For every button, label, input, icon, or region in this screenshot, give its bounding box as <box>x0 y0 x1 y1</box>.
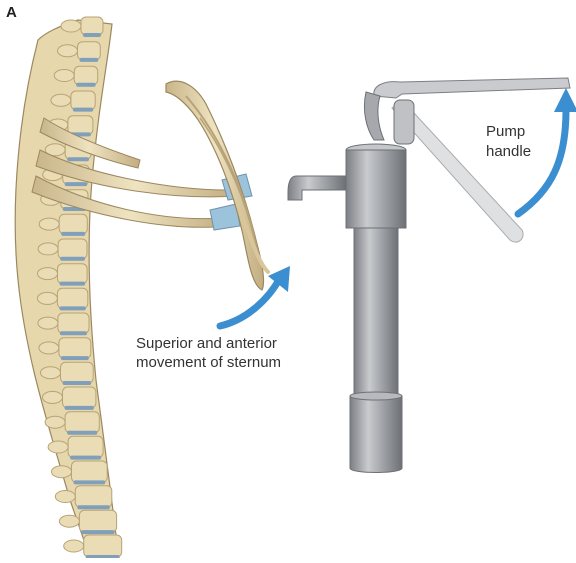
vertebra <box>57 288 87 308</box>
curved-arrow-icon <box>220 278 280 326</box>
intervertebral-disc <box>61 356 89 360</box>
vertebra <box>63 387 96 408</box>
spinous-process <box>58 45 78 57</box>
intervertebral-disc <box>83 33 101 37</box>
vertebral-column <box>15 17 121 558</box>
pump-barrel <box>346 150 406 228</box>
pump-pipe <box>354 228 398 396</box>
caption-line: handle <box>486 142 531 162</box>
vertebra <box>75 486 112 508</box>
sternum-movement-caption: Superior and anterior movement of sternu… <box>136 334 281 372</box>
intervertebral-disc <box>67 157 89 161</box>
vertebra <box>68 116 93 135</box>
pump-pivot <box>394 100 414 144</box>
vertebra <box>79 510 116 532</box>
pump-base <box>350 396 402 473</box>
intervertebral-disc <box>59 306 85 310</box>
intervertebral-disc <box>60 282 86 286</box>
spinous-process <box>54 70 74 82</box>
panel-label: A <box>6 4 17 21</box>
spinous-process <box>45 416 65 428</box>
spinous-process <box>52 466 72 478</box>
spinous-process <box>38 268 58 280</box>
pump-handle-raised <box>374 78 570 98</box>
intervertebral-disc <box>73 108 93 112</box>
caption-line: Pump <box>486 122 531 142</box>
spinous-process <box>43 391 63 403</box>
intervertebral-disc <box>81 530 114 534</box>
vertebra <box>84 535 122 557</box>
spinous-process <box>55 491 75 503</box>
spinous-process <box>39 218 59 230</box>
vertebra <box>59 338 91 359</box>
caption-line: Superior and anterior <box>136 334 281 353</box>
vertebra <box>61 362 94 383</box>
intervertebral-disc <box>61 232 85 236</box>
vertebra <box>58 264 88 284</box>
intervertebral-disc <box>67 431 97 435</box>
vertebra <box>58 313 89 333</box>
caption-line: movement of sternum <box>136 353 281 372</box>
vertebra <box>81 17 103 35</box>
sternum-assembly <box>166 81 268 290</box>
spinous-process <box>64 540 84 552</box>
pump-spout <box>288 176 346 200</box>
pump-linkage <box>364 92 384 140</box>
spinous-process <box>59 515 79 527</box>
vertebra <box>78 42 101 60</box>
vertebra <box>65 412 99 433</box>
intervertebral-disc <box>63 381 92 385</box>
vertebra <box>71 91 95 110</box>
intervertebral-disc <box>60 331 87 335</box>
spinous-process <box>38 317 58 329</box>
intervertebral-disc <box>70 456 101 460</box>
intervertebral-disc <box>77 505 110 509</box>
intervertebral-disc <box>80 58 99 62</box>
intervertebral-disc <box>76 83 96 87</box>
arrow-head <box>554 88 576 112</box>
vertebra <box>58 239 87 259</box>
spinous-process <box>61 20 81 32</box>
intervertebral-disc <box>65 406 94 410</box>
spinous-process <box>37 292 57 304</box>
spinous-process <box>39 342 59 354</box>
intervertebral-disc <box>65 182 88 186</box>
spinous-process <box>48 441 68 453</box>
vertebra <box>59 214 87 234</box>
spinous-process <box>51 94 71 106</box>
spinous-process <box>41 367 61 379</box>
spinous-process <box>38 243 58 255</box>
pump-handle-caption: Pump handle <box>486 122 531 162</box>
vertebra <box>72 461 108 482</box>
vertebra <box>68 436 103 457</box>
pump-collar <box>350 392 402 400</box>
vertebra <box>74 66 98 84</box>
intervertebral-disc <box>60 257 85 261</box>
intervertebral-disc <box>74 480 106 484</box>
